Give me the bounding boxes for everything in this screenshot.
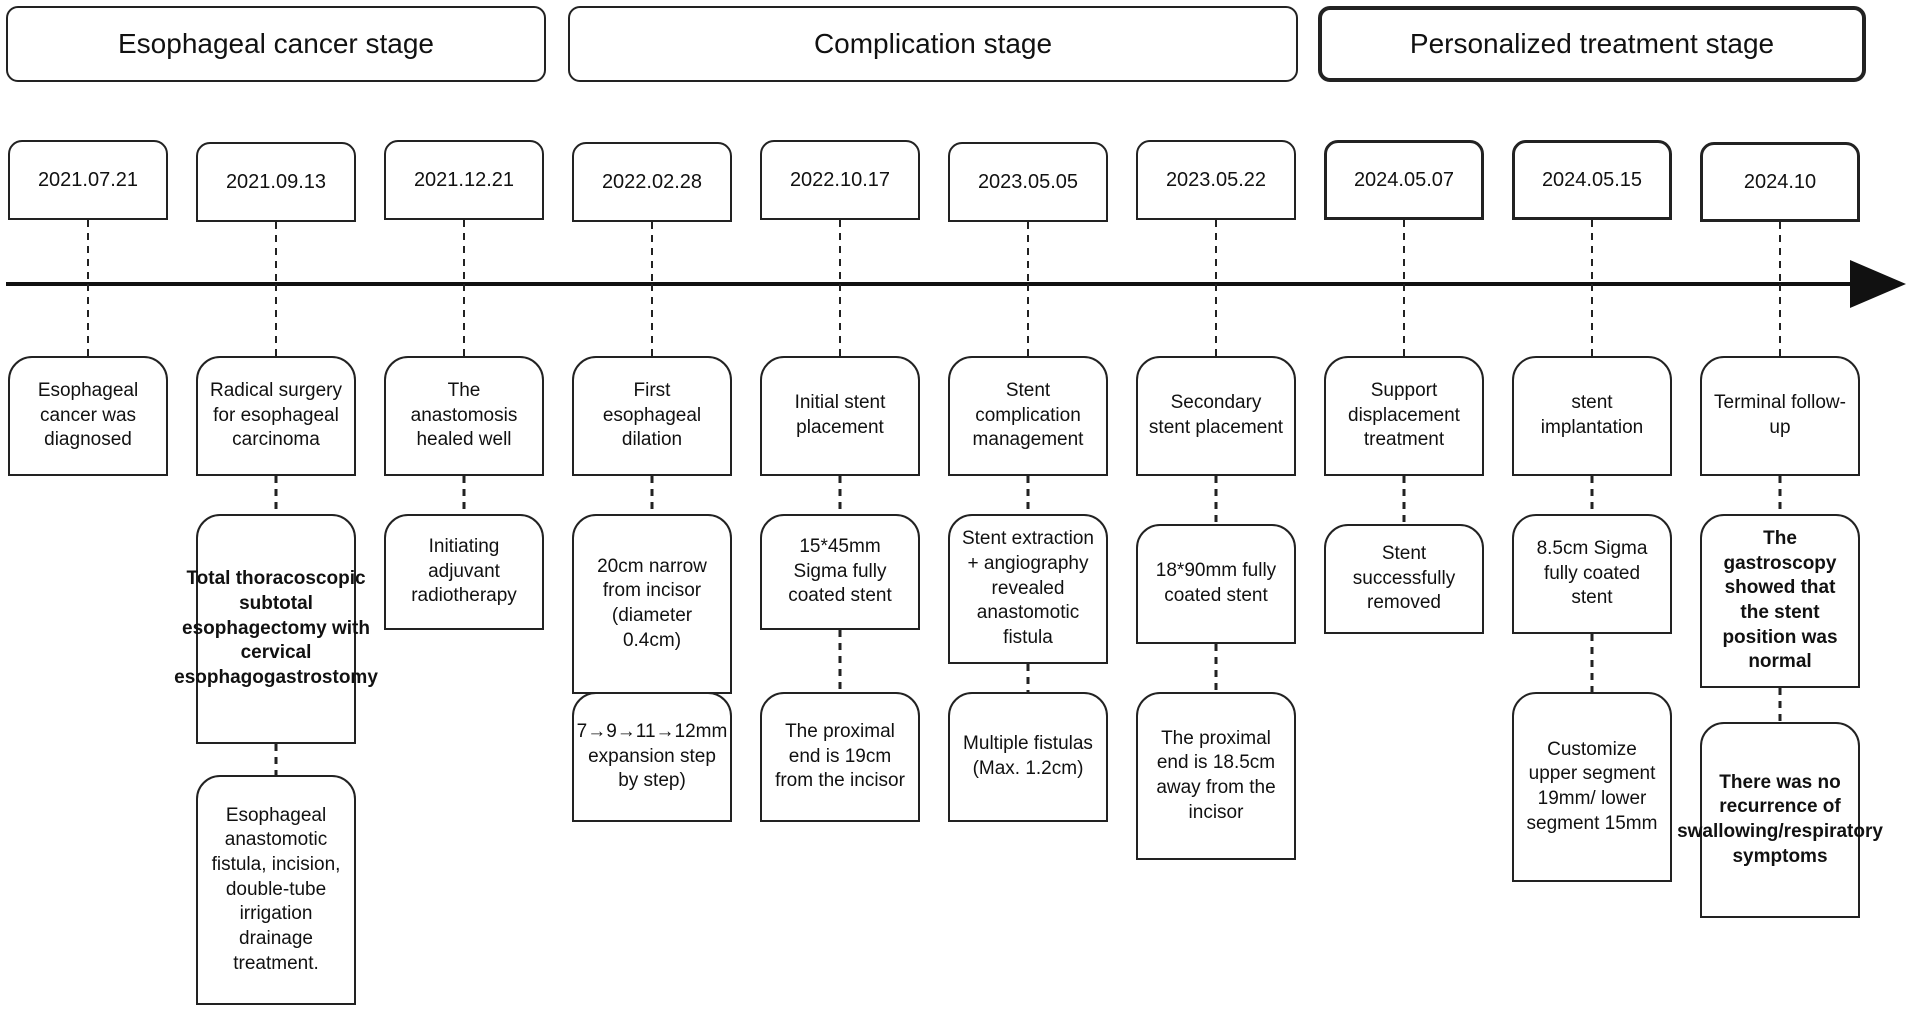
date-box: 2022.10.17 [760, 140, 920, 220]
event-detail-box: Multiple fistulas (Max. 1.2cm) [948, 692, 1108, 822]
event-detail-box: 20cm narrow from incisor (diameter 0.4cm… [572, 514, 732, 694]
date-box: 2021.07.21 [8, 140, 168, 220]
event-detail-box: 8.5cm Sigma fully coated stent [1512, 514, 1672, 634]
date-box: 2022.02.28 [572, 142, 732, 222]
event-detail-box: The proximal end is 18.5cm away from the… [1136, 692, 1296, 860]
event-detail-box: Stent extraction + angiography revealed … [948, 514, 1108, 664]
event-detail-box: Initiating adjuvant radiotherapy [384, 514, 544, 630]
stage-header-esophageal-cancer: Esophageal cancer stage [6, 6, 546, 82]
event-detail-box: The gastroscopy showed that the stent po… [1700, 514, 1860, 688]
date-box: 2023.05.05 [948, 142, 1108, 222]
date-box: 2021.09.13 [196, 142, 356, 222]
event-box: Terminal follow-up [1700, 356, 1860, 476]
event-box: Esophageal cancer was diagnosed [8, 356, 168, 476]
event-detail-box: 7→9→11→12mm expansion step by step) [572, 692, 732, 822]
event-detail-box: Stent successfully removed [1324, 524, 1484, 634]
event-box: Secondary stent placement [1136, 356, 1296, 476]
date-box: 2024.05.07 [1324, 140, 1484, 220]
event-box: Support displacement treatment [1324, 356, 1484, 476]
event-box: stent implantation [1512, 356, 1672, 476]
date-box: 2024.10 [1700, 142, 1860, 222]
dashed-connectors [87, 220, 1782, 775]
date-box: 2023.05.22 [1136, 140, 1296, 220]
event-box: The anastomosis healed well [384, 356, 544, 476]
event-detail-box: Customize upper segment 19mm/ lower segm… [1512, 692, 1672, 882]
event-detail-box: 15*45mm Sigma fully coated stent [760, 514, 920, 630]
event-detail-box: There was no recurrence of swallowing/re… [1677, 722, 1883, 918]
date-box: 2021.12.21 [384, 140, 544, 220]
stage-header-complication: Complication stage [568, 6, 1298, 82]
event-detail-box: The proximal end is 19cm from the inciso… [760, 692, 920, 822]
stage-header-personalized-treatment: Personalized treatment stage [1318, 6, 1866, 82]
event-box: Radical surgery for esophageal carcinoma [196, 356, 356, 476]
event-box: First esophageal dilation [572, 356, 732, 476]
event-detail-box: Total thoracoscopic subtotal esophagecto… [174, 514, 378, 744]
event-detail-box: Esophageal anastomotic fistula, incision… [196, 775, 356, 1005]
event-box: Initial stent placement [760, 356, 920, 476]
event-detail-box: 18*90mm fully coated stent [1136, 524, 1296, 644]
date-box: 2024.05.15 [1512, 140, 1672, 220]
event-box: Stent complication management [948, 356, 1108, 476]
